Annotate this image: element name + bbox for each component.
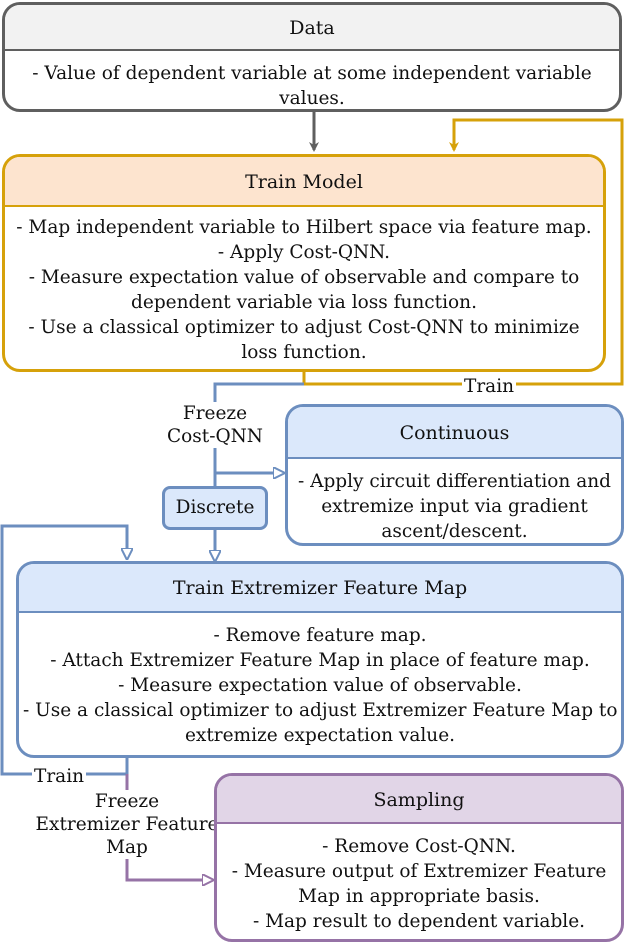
train-model-body: - Map independent variable to Hilbert sp… [5,207,603,369]
train-top-label: Train [462,375,517,398]
train-model-box: Train Model - Map independent variable t… [2,154,606,372]
extremizer-line: - Attach Extremizer Feature Map in place… [50,650,590,671]
continuous-box: Continuous - Apply circuit differentiati… [285,404,624,546]
train-line: loss function. [241,342,367,363]
sampling-line: - Measure output of Extremizer Feature [231,861,607,882]
data-line: - Value of dependent variable at some in… [32,63,592,84]
freeze-ext-line: Map [106,837,148,858]
train-line: - Map independent variable to Hilbert sp… [16,217,592,238]
train-line: - Measure expectation value of observabl… [28,267,580,288]
train-bottom-label: Train [32,765,87,788]
sampling-line: - Remove Cost-QNN. [322,836,516,857]
sampling-title: Sampling [217,776,621,824]
freeze-ext-line: Extremizer Feature [35,814,219,835]
freeze-cost-label: Freeze Cost-QNN [160,402,270,448]
data-box-body: - Value of dependent variable at some in… [5,51,619,109]
extremizer-line: - Remove feature map. [213,625,427,646]
extremizer-body: - Remove feature map. - Attach Extremize… [19,613,621,752]
continuous-title: Continuous [288,407,621,459]
extremizer-line: - Use a classical optimizer to adjust Ex… [23,700,618,721]
arrow-train-loop-bottom [0,524,127,776]
train-model-title: Train Model [5,157,603,207]
train-line: - Apply Cost-QNN. [217,242,391,263]
discrete-box: Discrete [162,486,268,530]
data-box: Data - Value of dependent variable at so… [2,2,622,112]
arrow-train-loop-top [302,118,624,386]
continuous-line: - Apply circuit differentiation and [297,471,612,492]
extremizer-box: Train Extremizer Feature Map - Remove fe… [16,561,624,758]
data-line: values. [279,88,345,109]
extremizer-title: Train Extremizer Feature Map [19,564,621,613]
freeze-ext-label: Freeze Extremizer Feature Map [34,790,220,859]
sampling-line: Map in appropriate basis. [298,886,540,907]
continuous-body: - Apply circuit differentiation and extr… [288,459,621,543]
freeze-ext-line: Freeze [94,791,160,812]
extremizer-line: extremize expectation value. [184,725,456,746]
continuous-line: ascent/descent. [381,521,528,542]
train-line: - Use a classical optimizer to adjust Co… [28,317,580,338]
sampling-box: Sampling - Remove Cost-QNN. - Measure ou… [214,773,624,942]
continuous-line: extremize input via gradient [321,496,588,517]
sampling-line: - Map result to dependent variable. [252,911,586,932]
freeze-cost-line: Cost-QNN [166,426,263,447]
data-box-title: Data [5,5,619,51]
freeze-cost-line: Freeze [182,403,248,424]
sampling-body: - Remove Cost-QNN. - Measure output of E… [217,824,621,938]
train-line: dependent variable via loss function. [131,292,477,313]
extremizer-line: - Measure expectation value of observabl… [118,675,522,696]
